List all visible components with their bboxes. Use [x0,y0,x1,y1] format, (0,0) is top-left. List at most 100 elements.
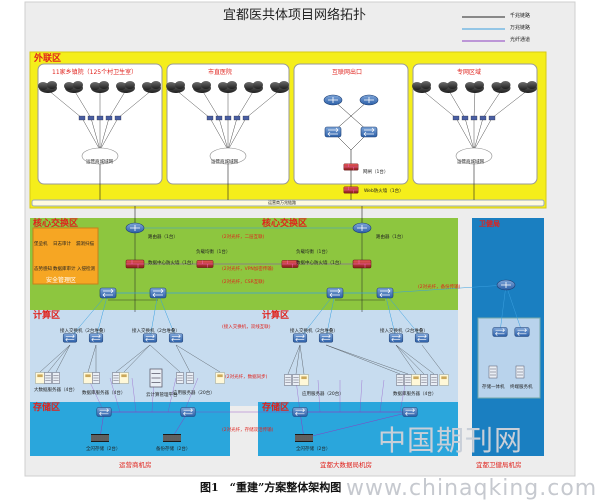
label-health-node-b: 终端服务机 [510,385,533,390]
gateway-device [343,163,359,171]
legend-label-10g: 万兆链路 [510,25,531,31]
link [395,344,425,375]
server-14 [404,374,412,386]
link [81,117,101,151]
city-mini-switch-4 [242,115,250,121]
note-vpn: (2对光纤，VPN加密传输) [222,267,274,272]
link [39,344,71,373]
label-full-flash-left: 全闪存储（2台） [86,447,121,452]
access-switch-6 [388,333,404,343]
link [448,89,466,119]
link [384,284,507,294]
link [491,89,529,119]
label-web-firewall: Web防火墙（1台） [364,189,404,194]
cloud-label-3: 运营商城域网 [457,160,484,165]
link [359,379,363,413]
access-switch-4 [292,333,308,343]
label-full-flash-right: 全闪存储（2台） [296,447,331,452]
label-dc-fw-left: 数据中心防火墙（1台） [148,261,196,266]
server-2 [52,372,60,384]
link [325,344,401,375]
label-city-hospital: 市直医院 [208,69,233,76]
internet-router-b [359,94,379,106]
label-app-right: 应用服务器（20台） [302,392,344,397]
link [505,284,523,333]
link [167,377,177,413]
server-16 [420,374,428,386]
core-switch-right-a [326,287,344,299]
link [325,344,409,375]
link [90,117,101,151]
label-internet-exit: 互联网出口 [332,69,363,76]
township-mini-switch-0 [78,115,86,121]
note-dual-fiber: (2对光纤，二层互联) [222,235,265,240]
core-switch-left-a [99,287,117,299]
storage-switch-left-a [96,407,112,417]
link [87,377,105,413]
label-lb-right: 负载均衡（1台） [296,250,331,255]
link [384,292,423,339]
private-mini-switch-3 [479,115,487,121]
link [175,89,211,119]
health-node-b [515,365,525,379]
link [175,344,191,373]
lb-left [196,260,214,268]
link [227,117,247,151]
label-backbone: 运营商万兆链路 [268,200,296,205]
server-4 [92,372,100,384]
link [395,344,417,375]
note-sync: (2对光纤，数据同步) [225,375,268,380]
label-dc-fw-right: 数据中心防火墙（1台） [296,261,344,266]
link [245,89,281,119]
private-mini-switch-2 [470,115,478,121]
web-firewall-device [343,186,359,194]
health-bureau-inner [477,317,541,399]
link [87,344,97,373]
link [175,344,221,373]
link [303,411,411,439]
server-18 [439,374,449,386]
link [209,117,229,151]
zone-label-storage-left: 存储区 [33,403,61,413]
link [47,344,71,373]
link [131,377,137,413]
label-db-right: 数据库服务器（4台） [393,392,437,397]
link [295,344,301,375]
link [473,117,493,151]
label-township: 11家乡镇院（125个村卫生室） [52,69,138,76]
dc-firewall-left [125,259,145,269]
room-operator: 运营商机房 [119,461,152,469]
sec-item-1: 堡垒机 [34,242,48,247]
watermark-url: www.chinaqking.com [346,476,598,501]
link [218,117,229,151]
label-router-left: 路由器（1台） [148,235,178,240]
link [325,292,336,339]
label-storage-sw-left: 接入交换机（2台堆叠） [132,329,180,334]
link [69,292,109,339]
link [149,292,159,339]
server-13 [396,374,404,386]
link [201,89,220,119]
storage-zone-left [30,402,230,456]
note-storage: (2对光纤，存储双活传输) [222,428,274,433]
link [183,377,199,413]
figure-caption: 图1 “重建”方案整体架构图 [200,481,342,494]
link [384,292,397,339]
link [99,117,110,151]
health-switch-a [492,327,508,337]
health-switch-b [514,327,530,337]
label-app-left: 应用服务器（20台） [173,391,215,396]
zone-label-compute-left: 计算区 [33,311,61,321]
sec-item-2: 日志审计 [53,242,71,247]
city-mini-switch-2 [224,115,232,121]
zone-label-compute-right: 计算区 [262,311,290,321]
zone-label-core-right: 核心交换区 [262,219,308,229]
room-big-data: 宜都大数据局机房 [320,461,372,469]
dc-firewall-right [352,259,372,269]
storage-switch-right-a [292,407,308,417]
internet-switch-a [324,126,342,138]
server-10 [284,374,292,386]
link [47,89,83,119]
server-11 [292,374,300,386]
